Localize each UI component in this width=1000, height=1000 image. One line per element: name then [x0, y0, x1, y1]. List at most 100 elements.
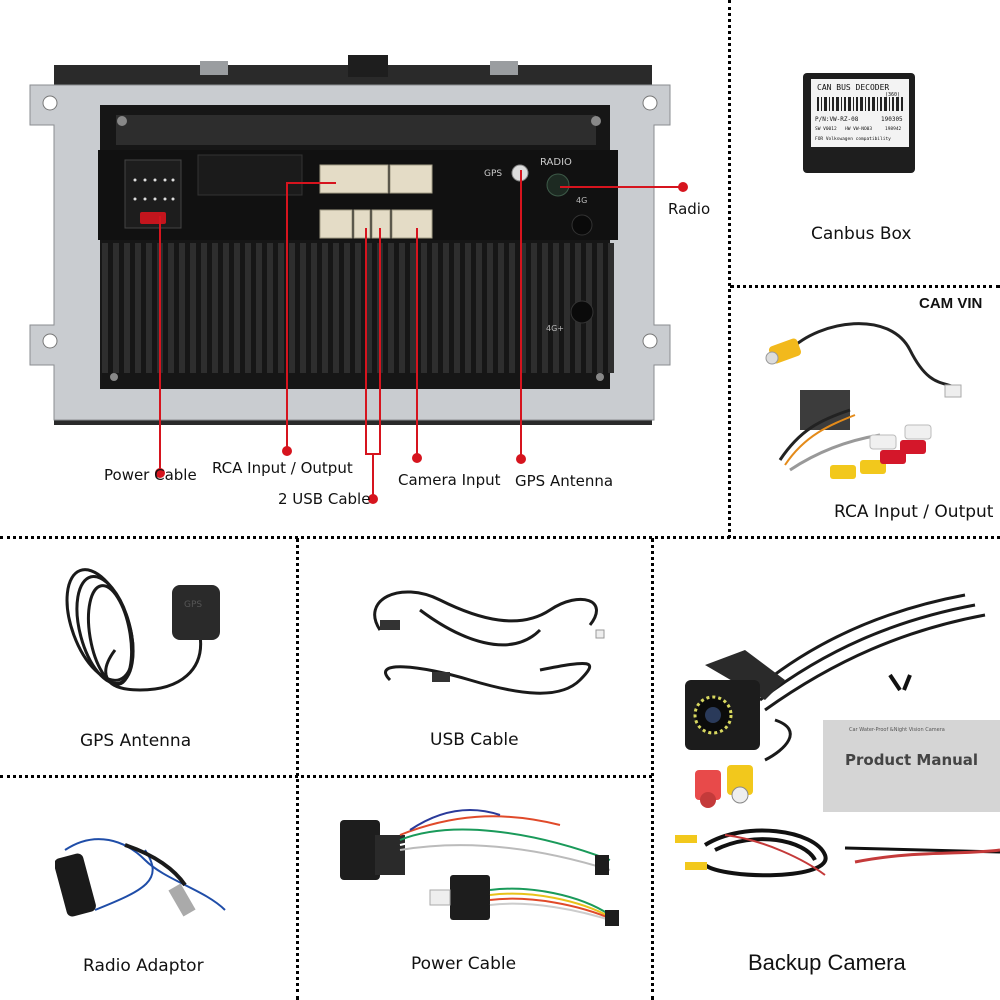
callout-label-rca: RCA Input / Output — [212, 459, 353, 477]
heatsink-fin — [432, 243, 438, 373]
radio-port-label: RADIO — [540, 157, 572, 168]
heatsink-fin — [146, 243, 152, 373]
rca-cable-illustration — [760, 310, 980, 500]
callout-dot-power — [155, 468, 165, 478]
gps-antenna-label: GPS Antenna — [80, 731, 192, 751]
canbus-sticker-subtitle: (360) — [885, 92, 900, 98]
heatsink-fin — [443, 243, 449, 373]
heatsink-fin — [311, 243, 317, 373]
heatsink-fin — [542, 243, 548, 373]
callout-line-power — [159, 216, 161, 474]
callout-label-radio: Radio — [668, 200, 711, 218]
heatsink-fin — [454, 243, 460, 373]
backup-camera-label: Backup Camera — [748, 950, 906, 975]
heatsink-fin — [333, 243, 339, 373]
heatsink-fin — [234, 243, 240, 373]
canbus-date: 190305 — [881, 116, 903, 123]
callout-dot-usb — [368, 494, 378, 504]
heatsink-fin — [201, 243, 207, 373]
backup-camera-illustration: Car Water-Proof &Night Vision Camera Pro… — [665, 590, 1000, 910]
4g-port-label: 4G — [576, 196, 587, 205]
heatsink-fin — [476, 243, 482, 373]
callout-dot-gps — [516, 454, 526, 464]
heatsink-fin — [135, 243, 141, 373]
callout-line-camera — [416, 228, 418, 454]
heatsink-fin — [102, 243, 108, 373]
callout-label-gps: GPS Antenna — [515, 472, 614, 490]
cam-vin-label: CAM VIN — [919, 295, 983, 312]
head-unit-back: GPS RADIO 4G 4G+ — [20, 55, 680, 440]
radio-adaptor-illustration — [55, 830, 235, 940]
canbus-hw: HW VW-NO03 — [845, 126, 872, 132]
heatsink-fin — [113, 243, 119, 373]
heatsink-fin — [256, 243, 262, 373]
canbus-compat: FOR Volkswagen compatibility — [815, 136, 891, 142]
callout-line-usb-b — [379, 228, 381, 454]
heatsink-fin — [531, 243, 537, 373]
callout-label-power-cable: Power Cable — [104, 466, 197, 484]
heatsink-fin — [465, 243, 471, 373]
heatsink-fin — [278, 243, 284, 373]
divider-horizontal-middle — [0, 536, 1000, 539]
radio-adaptor-label: Radio Adaptor — [83, 956, 204, 976]
heatsink-fin — [179, 243, 185, 373]
usb-cable-label: USB Cable — [430, 730, 519, 750]
callout-line-radio — [560, 186, 682, 188]
heatsink-fin — [355, 243, 361, 373]
callout-line-usb-a — [365, 228, 367, 454]
canbus-serial: 198942 — [885, 126, 902, 132]
divider-vertical-bottom-left — [296, 538, 299, 1000]
heatsink-fin — [520, 243, 526, 373]
heatsink-fin — [212, 243, 218, 373]
callout-label-usb: 2 USB Cable — [278, 490, 371, 508]
heatsink-fin — [190, 243, 196, 373]
manual-title: Product Manual — [845, 751, 978, 769]
callout-dot-radio — [678, 182, 688, 192]
heatsink-fin — [223, 243, 229, 373]
gps-port-label: GPS — [484, 169, 502, 179]
heatsink-fin — [410, 243, 416, 373]
gps-module-text: GPS — [184, 600, 202, 610]
canbus-box-label: Canbus Box — [811, 224, 912, 244]
gps-antenna-illustration: GPS — [60, 560, 260, 710]
canbus-box: CAN BUS DECODER (360) P/N:VW-RZ-08 19030… — [803, 73, 915, 173]
heatsink-fin — [564, 243, 570, 373]
callout-dot-camera — [412, 453, 422, 463]
heatsink-fin — [366, 243, 372, 373]
heatsink-fin — [498, 243, 504, 373]
divider-horizontal-lower — [0, 775, 652, 778]
canbus-sticker-title: CAN BUS DECODER — [817, 83, 889, 92]
heatsink-fin — [399, 243, 405, 373]
manual-subtitle: Car Water-Proof &Night Vision Camera — [849, 727, 945, 733]
canbus-part-number: P/N:VW-RZ-08 — [815, 116, 859, 123]
divider-vertical-top — [728, 0, 731, 538]
divider-vertical-bottom-right — [651, 538, 654, 1000]
heatsink-fin — [267, 243, 273, 373]
heatsink-fin — [300, 243, 306, 373]
canbus-sw: SW V0012 — [815, 126, 837, 132]
head-unit-illustration: GPS RADIO 4G 4G+ — [29, 55, 671, 425]
callout-line-gps — [520, 170, 522, 458]
heatsink-fins — [102, 243, 614, 373]
4g-plus-port-label: 4G+ — [546, 324, 564, 333]
heatsink-fin — [322, 243, 328, 373]
power-cable-label: Power Cable — [411, 954, 517, 974]
heatsink-fin — [388, 243, 394, 373]
heatsink-fin — [245, 243, 251, 373]
heatsink-fin — [608, 243, 614, 373]
heatsink-fin — [487, 243, 493, 373]
heatsink-fin — [289, 243, 295, 373]
heatsink-fin — [124, 243, 130, 373]
divider-horizontal-right — [730, 285, 1000, 288]
callout-line-rca-v — [286, 182, 288, 452]
heatsink-fin — [553, 243, 559, 373]
rca-panel-label: RCA Input / Output — [834, 502, 994, 522]
heatsink-fin — [421, 243, 427, 373]
heatsink-fin — [168, 243, 174, 373]
usb-cable-illustration — [360, 570, 640, 720]
callout-dot-rca — [282, 446, 292, 456]
heatsink-fin — [344, 243, 350, 373]
heatsink-fin — [597, 243, 603, 373]
callout-line-usb-stem — [372, 453, 374, 498]
heatsink-fin — [509, 243, 515, 373]
